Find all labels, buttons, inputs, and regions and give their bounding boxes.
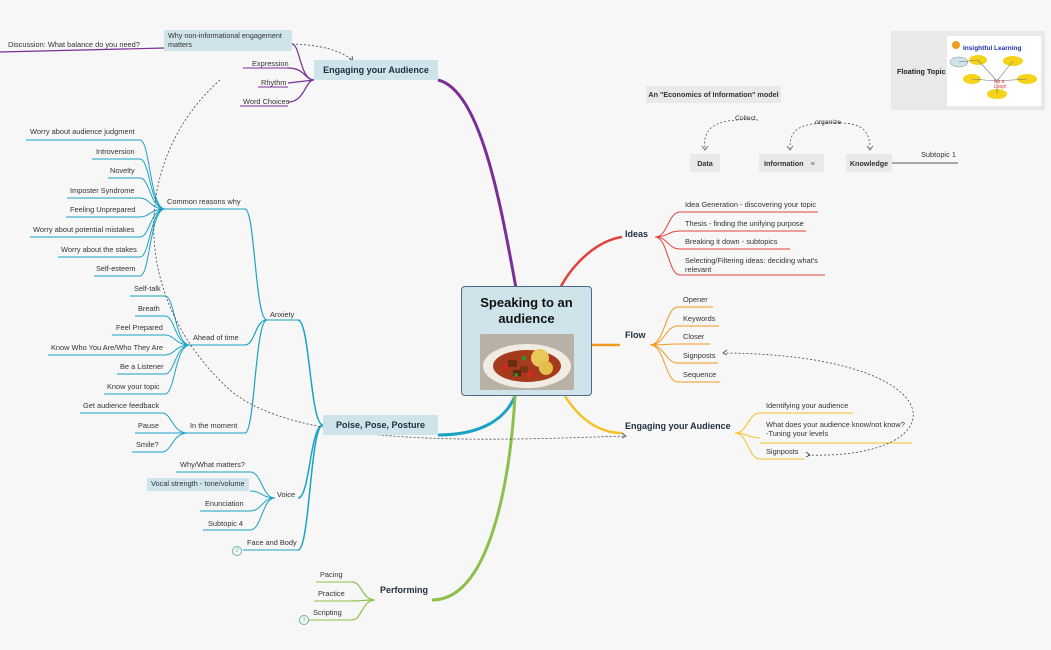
econ-model-title[interactable]: An "Economics of Information" model	[646, 86, 781, 103]
discussion-topic[interactable]: Discussion: What balance do you need?	[8, 40, 140, 49]
rhythm-topic[interactable]: Rhythm	[261, 78, 287, 87]
notes-icon[interactable]: ≡	[810, 158, 815, 168]
voice-item[interactable]: Enunciation	[205, 499, 244, 508]
floating-topic-label: Floating Topic	[897, 67, 946, 76]
collect-label: Collect	[735, 115, 756, 122]
svg-text:It's a: It's a	[994, 79, 1005, 85]
ideas-item[interactable]: Selecting/Filtering ideas: deciding what…	[685, 256, 818, 274]
ideas-item[interactable]: Breaking it down - subtopics	[685, 237, 778, 246]
anxiety-topic[interactable]: Anxiety	[270, 310, 295, 319]
flow-item[interactable]: Sequence	[683, 370, 717, 379]
moment-item[interactable]: Pause	[138, 421, 159, 430]
floating-image-title: Insightful Learning	[963, 45, 1022, 52]
svg-text:Loop!: Loop!	[994, 84, 1007, 90]
main-topic-engaging-top[interactable]: Engaging your Audience	[314, 60, 438, 80]
expression-topic[interactable]: Expression	[252, 59, 289, 68]
relationship-why-engaging	[291, 43, 353, 61]
main-topic-ideas[interactable]: Ideas	[625, 229, 649, 239]
data-node[interactable]: Data	[690, 154, 720, 172]
voice-item[interactable]: Why/What matters?	[180, 460, 245, 469]
voice-topic[interactable]: Voice	[277, 490, 296, 499]
performing-item[interactable]: Pacing	[320, 570, 343, 579]
ideas-item[interactable]: Thesis - finding the unifying purpose	[685, 219, 804, 228]
common-reason-item[interactable]: Worry about the stakes	[61, 245, 137, 254]
central-topic-image	[479, 333, 574, 390]
common-reason-item[interactable]: Feeling Unprepared	[70, 205, 136, 214]
branch-engaging-right	[563, 395, 623, 435]
floating-topic-image: It's a Loop! Insightful Learning	[947, 36, 1041, 106]
main-topic-performing[interactable]: Performing	[380, 585, 429, 595]
ahead-of-time-topic[interactable]: Ahead of time	[193, 333, 239, 342]
flow-item[interactable]: Opener	[683, 295, 708, 304]
ideas-item[interactable]: Idea Generation - discovering your topic	[685, 200, 817, 209]
information-node-label: Information	[764, 158, 804, 168]
common-reason-item[interactable]: Imposter Syndrome	[70, 186, 135, 195]
common-reasons-topic[interactable]: Common reasons why	[167, 197, 241, 206]
subtopic-1[interactable]: Subtopic 1	[921, 150, 956, 159]
common-reason-item[interactable]: Novelty	[110, 166, 135, 175]
face-and-body-topic[interactable]: Face and Body	[247, 538, 297, 547]
engaging-right-item[interactable]: Identifying your audience	[766, 401, 849, 410]
knowledge-node[interactable]: Knowledge	[846, 154, 892, 172]
ahead-item[interactable]: Be a Listener	[120, 362, 164, 371]
ahead-item[interactable]: Know your topic	[107, 382, 160, 391]
main-topic-flow[interactable]: Flow	[625, 330, 646, 340]
ahead-item[interactable]: Feel Prepared	[116, 323, 163, 332]
ahead-item[interactable]: Breath	[138, 304, 160, 313]
voice-item-highlighted[interactable]: Vocal strength - tone/volume	[147, 478, 249, 491]
voice-item[interactable]: Subtopic 4	[208, 519, 243, 528]
flow-item[interactable]: Closer	[683, 332, 705, 341]
common-reason-item[interactable]: Worry about audience judgment	[30, 127, 135, 136]
branch-engaging-top	[437, 78, 518, 289]
ahead-item[interactable]: Self-talk	[134, 284, 161, 293]
information-node[interactable]: Information ≡	[759, 154, 824, 172]
branch-ideas	[558, 235, 623, 289]
relationship-signposts	[724, 352, 914, 456]
common-reason-item[interactable]: Worry about potential mistakes	[33, 225, 135, 234]
collapsed-count-badge[interactable]: 2	[232, 546, 242, 556]
performing-item[interactable]: Scripting	[313, 608, 342, 617]
main-topic-poise[interactable]: Poise, Pose, Posture	[323, 415, 438, 435]
ahead-item[interactable]: Know Who You Are/Who They Are	[51, 343, 164, 352]
moment-item[interactable]: Get audience feedback	[83, 401, 160, 410]
why-engagement-topic[interactable]: Why non-informational engagement matters	[164, 30, 292, 52]
main-topic-engaging-right[interactable]: Engaging your Audience	[625, 421, 731, 431]
moment-item[interactable]: Smile?	[136, 440, 159, 449]
common-reason-item[interactable]: Self-esteem	[96, 264, 136, 273]
branch-performing	[431, 395, 517, 602]
central-topic-title: Speaking to an audience	[480, 295, 573, 327]
branch-poise	[437, 395, 517, 437]
central-topic[interactable]: Speaking to an audience	[461, 286, 592, 396]
word-choices-topic[interactable]: Word Choices	[243, 97, 290, 106]
engaging-right-item[interactable]: Signposts	[766, 447, 799, 456]
in-the-moment-topic[interactable]: In the moment	[190, 421, 238, 430]
flow-item[interactable]: Keywords	[683, 314, 716, 323]
flow-item[interactable]: Signposts	[683, 351, 716, 360]
organize-label: organize	[815, 119, 842, 126]
engaging-right-item[interactable]: What does your audience know/not know? -…	[766, 420, 905, 438]
performing-item[interactable]: Practice	[318, 589, 345, 598]
collapsed-count-badge[interactable]: 3	[299, 615, 309, 625]
common-reason-item[interactable]: Introversion	[96, 147, 135, 156]
